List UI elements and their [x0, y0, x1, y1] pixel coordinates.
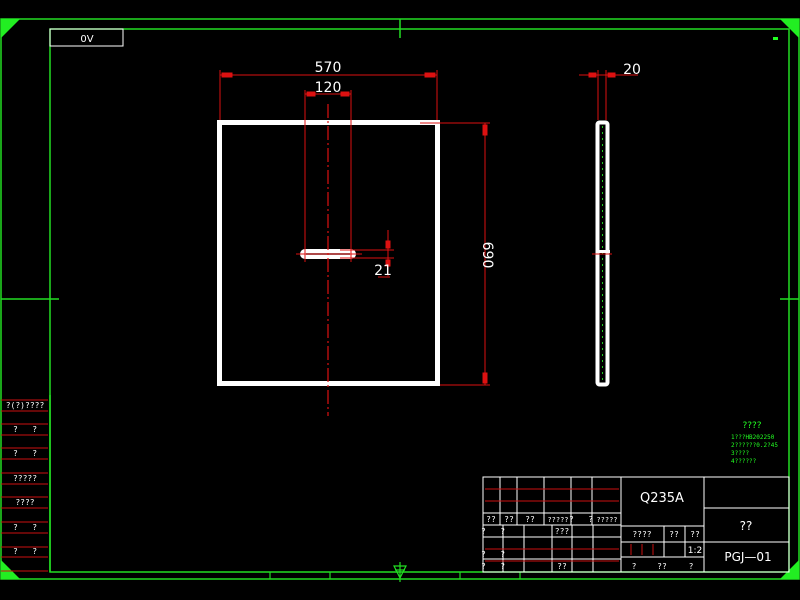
header-tag-label: 0V [80, 34, 93, 45]
corner-marker-bottom-left [1, 560, 20, 579]
bottom-zone-ticks [269, 572, 521, 579]
revision-row-3: ? ? [13, 449, 37, 458]
notes-line-2: 2??????0.2?45 [731, 442, 778, 449]
change-header-1: ?? [486, 515, 496, 524]
notes-line-3: 3???? [731, 450, 749, 457]
centering-marks [1, 19, 799, 300]
orientation-arrow-icon [393, 562, 407, 582]
sign-row-3-mid: ?? [557, 562, 567, 571]
technical-notes: ???? 1???HB202250 2??????0.2?45 3???? 4?… [731, 421, 778, 465]
left-revision-column: ?(?)???? ? ? ? ? ????? ???? ? ? ? ? [1, 395, 51, 572]
dim-slot-length-label: 120 [315, 80, 342, 96]
sign-row-1-left: ? ? [481, 527, 505, 536]
revision-row-5: ???? [15, 498, 34, 507]
dim-thickness-label: 20 [623, 62, 641, 78]
sign-row-3-left: ? ? [481, 562, 505, 571]
dimension-thickness[interactable] [579, 70, 638, 120]
header-tag-box [49, 28, 124, 47]
dim-height-label: 690 [479, 242, 495, 269]
drawing-number: PGJ—01 [724, 550, 771, 564]
notes-line-4: 4?????? [731, 458, 757, 465]
revision-row-4: ????? [13, 474, 37, 483]
dimension-height[interactable] [420, 122, 490, 386]
dimension-slot-length[interactable] [304, 90, 352, 262]
revision-row-7: ? ? [13, 547, 37, 556]
front-view[interactable] [217, 104, 440, 416]
revision-row-1: ?(?)???? [6, 401, 45, 410]
material-label: Q235A [640, 491, 684, 506]
dimension-width[interactable] [219, 70, 438, 120]
scale-value: 1:2 [688, 546, 702, 556]
corner-marker-top-right [780, 19, 799, 38]
side-view[interactable] [592, 120, 612, 387]
title-block[interactable]: ?? ?? ?? ????? ? ? ????? ? ? ??? ? ? ? ?… [481, 476, 790, 573]
notes-line-1: 1???HB202250 [731, 434, 775, 441]
change-header-2: ?? [504, 515, 514, 524]
sign-row-2-left: ? ? [481, 550, 505, 559]
revision-row-2: ? ? [13, 425, 37, 434]
change-header-3: ?? [525, 515, 535, 524]
dimension-slot-width[interactable] [340, 230, 394, 278]
change-header-4: ????? [547, 516, 568, 524]
bottom-cell-1: ? [632, 562, 637, 571]
change-header-6: ????? [596, 516, 617, 524]
dim-slot-width-label: 21 [374, 263, 392, 279]
revision-row-6: ? ? [13, 523, 37, 532]
bottom-cell-2: ?? [657, 562, 667, 571]
bottom-cell-3: ? [689, 562, 694, 571]
corner-marker-top-left [1, 19, 20, 38]
dim-width-label: 570 [315, 60, 342, 76]
quantity-label: ?? [669, 530, 679, 539]
notes-title: ???? [742, 421, 761, 431]
green-marker [773, 37, 778, 40]
part-name: ?? [740, 519, 753, 533]
change-header-5: ? ? [569, 515, 593, 524]
sign-row-1-mid: ??? [555, 527, 570, 536]
scale-label: ?? [690, 530, 700, 539]
weight-label: ???? [632, 530, 651, 539]
